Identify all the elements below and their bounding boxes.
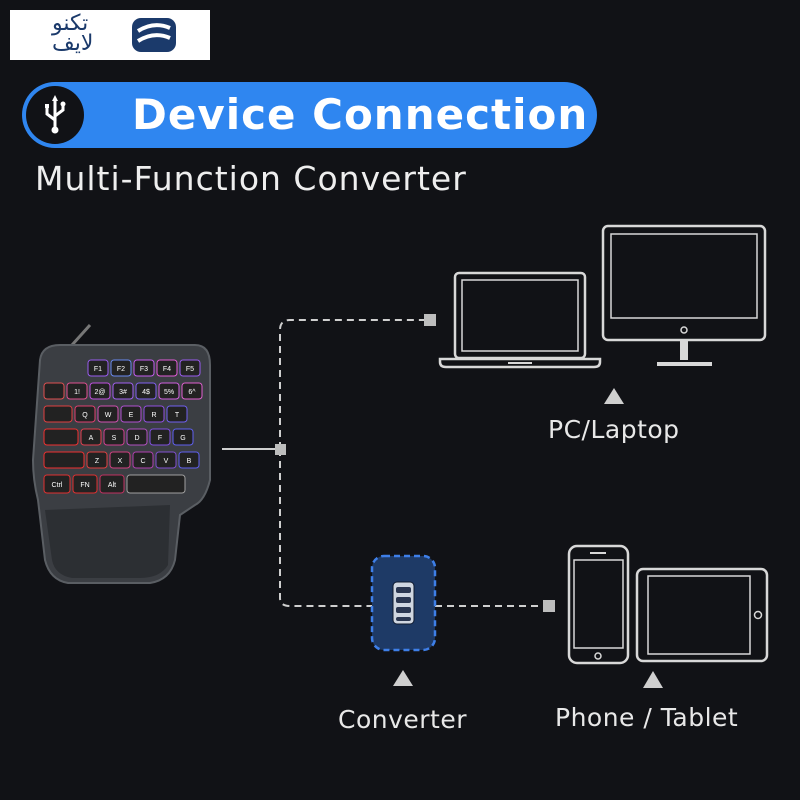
key-s: S — [112, 435, 117, 442]
brand-mark-icon — [132, 18, 176, 52]
brand-line1: تكنو — [52, 11, 89, 36]
mobile-pointer-icon — [643, 671, 663, 688]
key-t: T — [175, 412, 180, 419]
key-2: 2@ — [95, 389, 106, 396]
key-f2: F2 — [117, 366, 125, 373]
junction-node — [275, 444, 286, 455]
pc-laptop-label: PC/Laptop — [548, 415, 680, 444]
key-a: A — [89, 435, 94, 442]
key-3: 3# — [119, 389, 127, 396]
key-v: V — [164, 458, 169, 465]
key-ctrl: Ctrl — [52, 482, 63, 489]
key-c: C — [140, 458, 145, 465]
phone-icon — [567, 544, 630, 665]
key-b: B — [187, 458, 192, 465]
mobile-port-node — [543, 600, 555, 612]
monitor-icon — [601, 224, 767, 366]
pc-port-node — [424, 314, 436, 326]
key-r: R — [151, 412, 156, 419]
gaming-keyboard-icon: F1 F2 F3 F4 F5 1! 2@ 3# 4$ 5% 6^ Q W E R… — [31, 323, 211, 584]
page-title: Device Connection — [132, 90, 589, 139]
converter-pointer-icon — [393, 670, 413, 686]
key-q: Q — [82, 412, 88, 419]
key-f5: F5 — [186, 366, 194, 373]
key-fn: FN — [80, 482, 89, 489]
key-1: 1! — [74, 389, 80, 396]
key-d: D — [134, 435, 139, 442]
key-z: Z — [95, 458, 100, 465]
connection-lines — [222, 319, 545, 607]
title-banner: Device Connection — [22, 82, 597, 148]
key-alt: Alt — [108, 482, 116, 489]
key-f1: F1 — [94, 366, 102, 373]
key-w: W — [105, 412, 112, 419]
key-f3: F3 — [140, 366, 148, 373]
key-6: 6^ — [188, 389, 196, 396]
phone-tablet-label: Phone / Tablet — [555, 703, 739, 732]
laptop-icon — [438, 271, 602, 369]
usb-icon — [26, 86, 84, 144]
key-5: 5% — [164, 389, 174, 396]
brand-logo: تكنو لايف — [10, 10, 210, 60]
key-4: 4$ — [142, 389, 150, 396]
brand-line2: لايف — [52, 31, 94, 56]
key-f: F — [158, 435, 162, 442]
key-e: E — [129, 412, 134, 419]
key-f4: F4 — [163, 366, 171, 373]
converter-icon — [370, 554, 437, 652]
key-g: G — [180, 435, 185, 442]
subtitle: Multi-Function Converter — [35, 159, 467, 198]
converter-label: Converter — [338, 705, 468, 734]
pc-pointer-icon — [604, 388, 624, 404]
tablet-icon — [635, 567, 769, 663]
key-x: X — [118, 458, 123, 465]
